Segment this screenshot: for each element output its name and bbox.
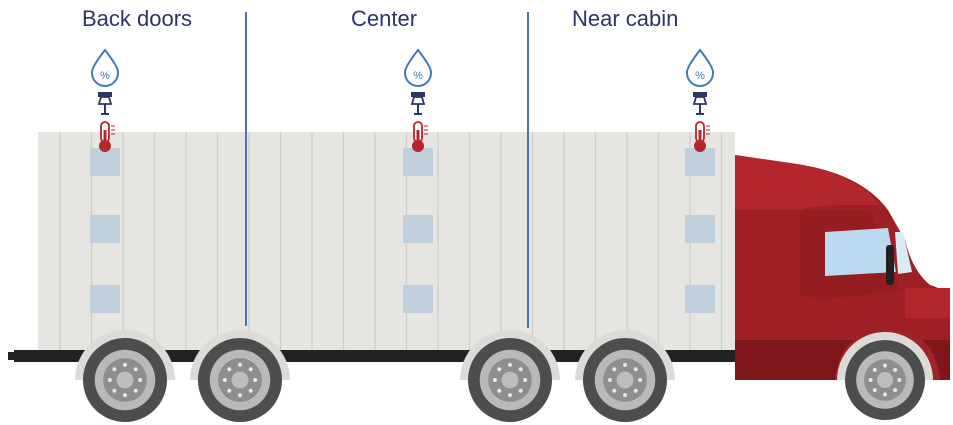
wheel-mid-1 [460,330,560,422]
cab-window [825,228,896,276]
wheel-front [837,332,933,420]
wheel-rear-2 [190,330,290,422]
zone-label-center: Center [351,6,418,31]
trailer-ribs [59,132,723,350]
sensor-stack-3: % [685,48,715,152]
probe-icon [97,92,113,115]
thermometer-icon [412,121,428,152]
sensor-strip-2 [403,148,433,313]
zone-label-near-cabin: Near cabin [572,6,679,31]
wheels [75,330,933,422]
sensor-strip-3 [685,148,715,313]
probe-icon [410,92,426,115]
sensor-strip-1 [90,148,120,313]
humidity-percent-symbol: % [695,70,705,82]
trailer-body [38,132,735,350]
hitch [8,352,22,360]
side-mirror [886,245,894,285]
probe-icon [692,92,708,115]
humidity-icon: % [90,48,120,87]
zone-label-back-doors: Back doors [82,6,193,31]
thermometer-icon [99,121,115,152]
thermometer-icon [694,121,710,152]
sensor-stack-1: % [90,48,120,152]
wheel-mid-2 [575,330,675,422]
humidity-icon: % [403,48,433,87]
humidity-percent-symbol: % [413,70,423,82]
wheel-rear-1 [75,330,175,422]
humidity-icon: % [685,48,715,87]
sensor-stack-2: % [403,48,433,152]
sensor-strips [90,148,715,313]
humidity-percent-symbol: % [100,70,110,82]
